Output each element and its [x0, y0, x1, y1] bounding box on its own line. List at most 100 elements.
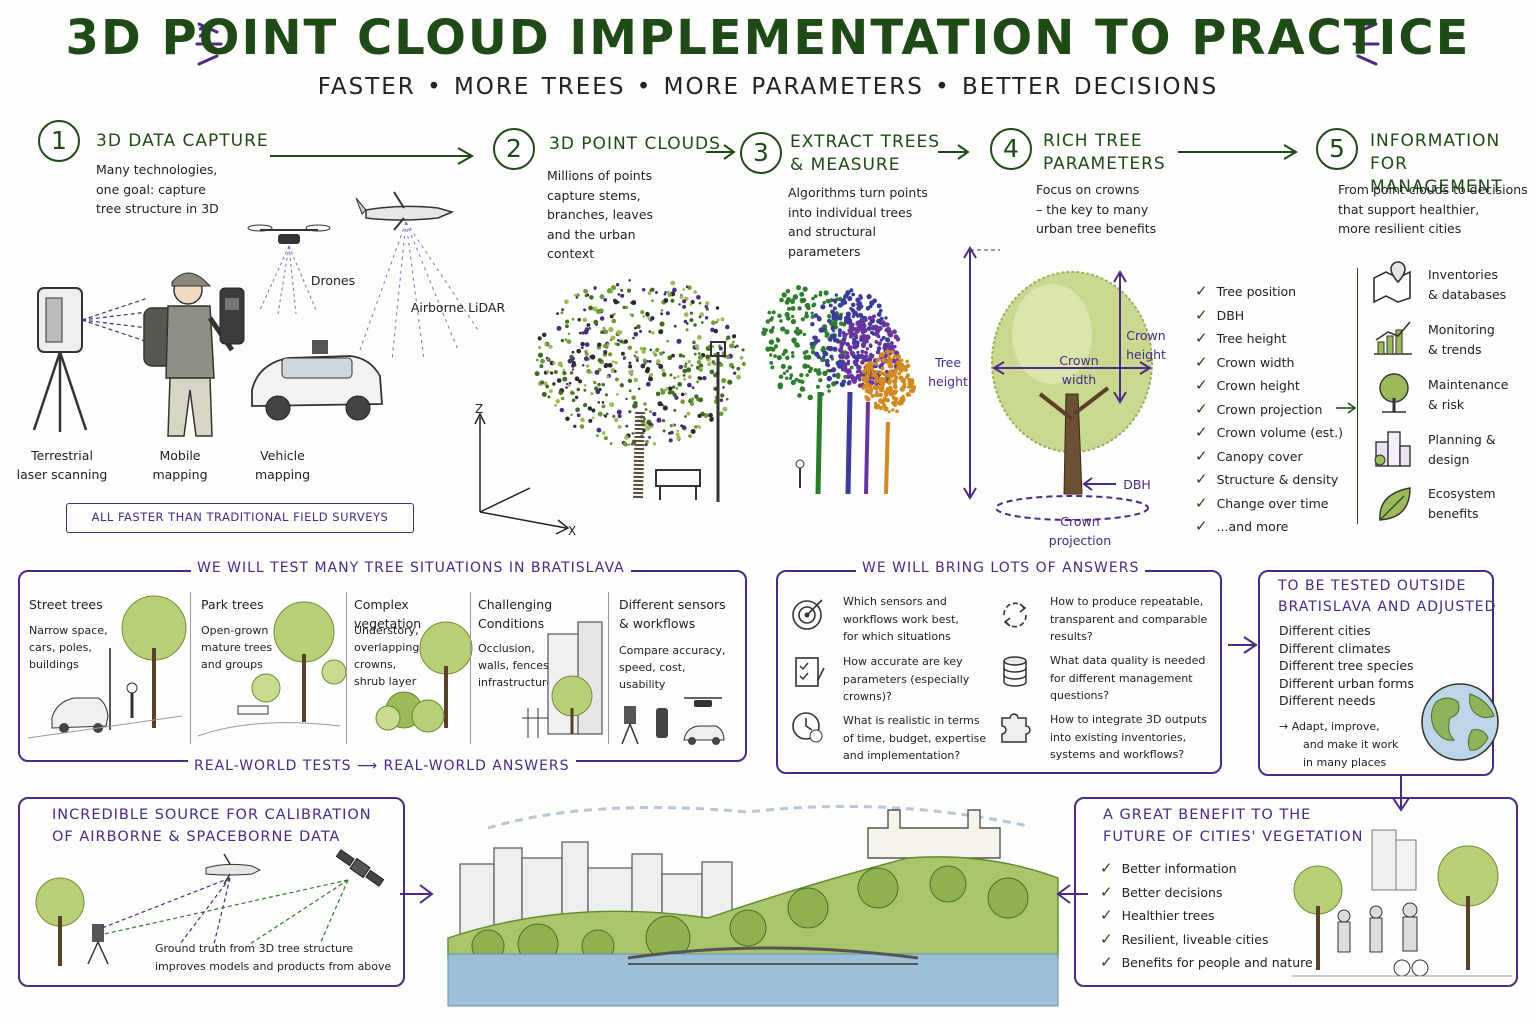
point-cloud-dot	[660, 309, 664, 312]
segmented-tree-dot	[873, 401, 878, 406]
point-cloud-dot	[660, 389, 666, 395]
point-cloud-dot	[564, 299, 569, 305]
segmented-tree-dot	[781, 292, 787, 298]
point-cloud-dot	[584, 294, 588, 298]
point-cloud-dot	[555, 398, 560, 404]
point-cloud-dot	[635, 350, 638, 354]
situation-street-trees: Street trees Narrow space,cars, poles,bu…	[22, 588, 190, 750]
point-cloud-dot	[672, 392, 677, 398]
segmented-tree-dot	[817, 368, 821, 372]
segmented-tree-dot	[802, 332, 807, 337]
segmented-tree-dot	[907, 393, 912, 397]
segmented-tree-dot	[845, 351, 850, 355]
segmented-tree-dot	[780, 363, 786, 369]
segmented-tree-dot	[835, 360, 841, 366]
point-cloud-dot	[637, 387, 641, 391]
segmented-tree-dot	[883, 390, 889, 395]
segmented-tree-dot	[878, 406, 883, 411]
segmented-tree-dot	[858, 294, 863, 298]
segmented-tree-dot	[874, 332, 879, 337]
segmented-tree-dot	[813, 313, 819, 318]
arrow-4-5	[1178, 144, 1298, 160]
segmented-tree-dot	[834, 380, 839, 385]
segmented-tree-dot	[887, 345, 893, 351]
segmented-tree-dot	[872, 384, 878, 390]
segmented-tree-dot	[810, 349, 816, 355]
point-cloud-dot	[741, 361, 746, 367]
chart-icon	[1374, 321, 1412, 355]
segmented-tree-dot	[891, 358, 897, 364]
point-cloud-dot	[602, 326, 606, 331]
point-cloud-dot	[601, 404, 606, 409]
segmented-tree-dot	[902, 365, 907, 370]
segmented-tree-dot	[874, 362, 879, 366]
segmented-tree-dot	[887, 363, 893, 369]
point-cloud-dot	[693, 290, 697, 294]
segmented-tree-dot	[864, 350, 869, 355]
point-cloud-dot	[594, 386, 599, 391]
point-cloud-dot	[609, 402, 615, 408]
point-cloud-dot	[662, 429, 666, 433]
point-cloud-dot	[704, 316, 709, 320]
point-cloud-dot	[650, 425, 654, 429]
target-icon	[792, 599, 823, 630]
point-cloud-dot	[658, 363, 664, 369]
point-cloud-dot	[567, 332, 571, 336]
point-cloud-dot	[574, 395, 579, 400]
benefit-item: Resilient, liveable cities	[1100, 928, 1313, 952]
point-cloud-dot	[669, 373, 673, 377]
point-cloud-dot	[628, 279, 631, 282]
point-cloud-dot	[565, 324, 569, 329]
point-cloud-dot	[698, 426, 702, 429]
point-cloud-dot	[660, 312, 664, 316]
point-cloud-dot	[641, 349, 646, 354]
segmented-tree-dot	[888, 388, 894, 394]
point-cloud-dot	[627, 378, 633, 383]
segmented-tree-dot	[802, 286, 808, 292]
point-cloud-dot	[619, 383, 624, 388]
benefit-item: Benefits for people and nature	[1100, 951, 1313, 975]
point-cloud-dot	[676, 338, 682, 344]
segmented-tree-dot	[877, 341, 882, 346]
segmented-tree-dot	[791, 354, 795, 359]
calibration-sketch	[35, 849, 385, 966]
point-cloud-dot	[628, 361, 632, 365]
point-cloud-dot	[616, 342, 620, 347]
point-cloud-dot	[586, 369, 591, 374]
segmented-tree-dot	[880, 400, 886, 405]
point-cloud-dot	[571, 317, 575, 321]
point-cloud-dot	[540, 358, 545, 364]
segmented-tree-dot	[887, 332, 891, 337]
segmented-tree-dot	[807, 369, 812, 374]
point-cloud-dot	[568, 381, 572, 385]
step-4-number: 4	[990, 128, 1032, 170]
point-cloud-dot	[709, 369, 715, 375]
point-cloud-dot	[682, 368, 688, 374]
segmented-tree-dot	[839, 354, 845, 360]
point-cloud-dot	[734, 345, 737, 349]
segmented-tree-dot	[802, 363, 808, 369]
step-3-title: EXTRACT TREES& MEASURE	[790, 132, 941, 175]
segmented-tree-dot	[870, 325, 877, 331]
point-cloud-dot	[725, 397, 729, 401]
point-cloud-dot	[589, 295, 594, 300]
segmented-tree-dot	[898, 375, 904, 381]
benefit-item: Healthier trees	[1100, 904, 1313, 928]
segmented-tree-dot	[859, 334, 864, 339]
point-cloud-dot	[658, 329, 664, 335]
segmented-tree-dot	[773, 354, 777, 358]
segmented-tree-dot	[792, 340, 796, 344]
segmented-tree-dot	[867, 321, 873, 327]
point-cloud-dot	[583, 383, 587, 387]
segmented-tree-dot	[905, 375, 909, 380]
segmented-tree-dot	[810, 321, 815, 327]
segmented-tree-dot	[872, 314, 876, 319]
point-cloud-dot	[693, 352, 697, 356]
segmented-tree-dot	[862, 339, 867, 344]
point-cloud-dot	[689, 311, 693, 315]
segmented-tree-dot	[884, 316, 888, 320]
